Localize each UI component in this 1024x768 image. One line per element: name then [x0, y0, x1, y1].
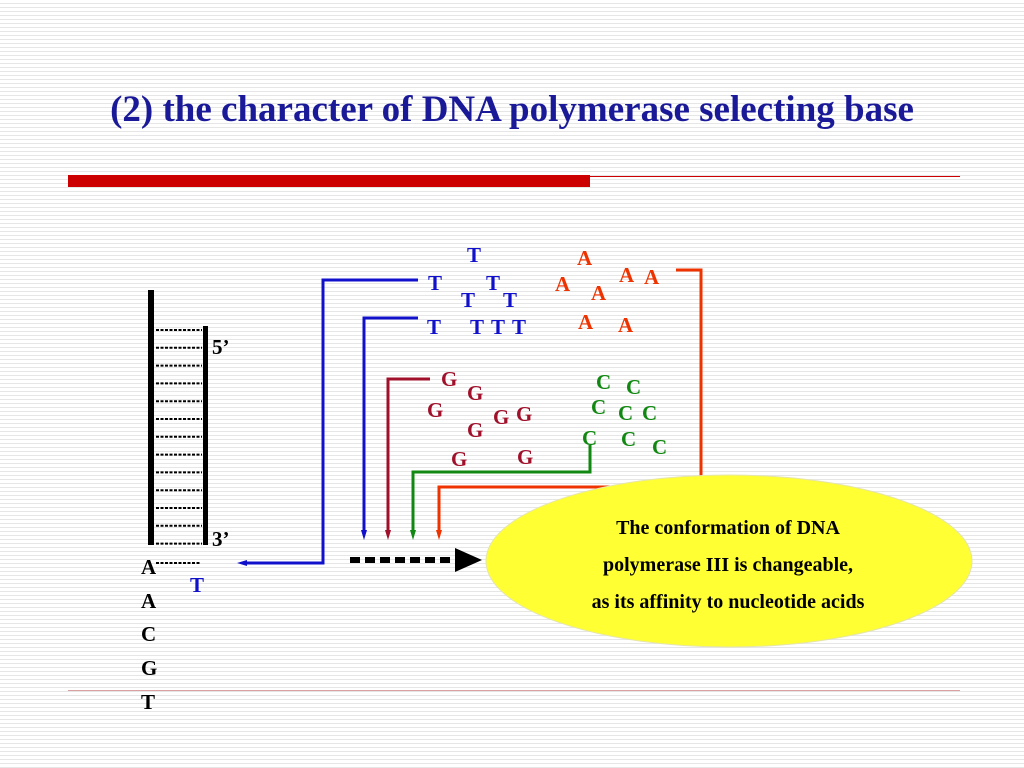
primer-strand	[203, 326, 208, 545]
callout-text: The conformation of DNA polymerase III i…	[518, 510, 938, 621]
footer-divider	[68, 690, 960, 691]
callout-line: polymerase III is changeable,	[603, 554, 853, 576]
t-pool-arrow	[361, 316, 418, 540]
dna-ladder	[148, 290, 208, 564]
title-underline-thin	[590, 176, 960, 177]
a-nucleotide: A	[577, 246, 593, 270]
callout-line: The conformation of DNA	[616, 517, 840, 539]
t-nucleotide: T	[486, 271, 500, 295]
t-nucleotide: T	[512, 315, 526, 339]
callout-ellipse	[485, 474, 973, 648]
g-nucleotide: G	[517, 445, 533, 469]
c-nucleotide: C	[582, 426, 597, 450]
three-prime-label: 3’	[212, 527, 230, 551]
c-nucleotide: C	[621, 427, 636, 451]
template-base: G	[141, 656, 157, 680]
g-nucleotide-pool: G G G G G G G G	[427, 367, 533, 471]
a-nucleotide-pool: A A A A A A A	[555, 246, 660, 337]
c-nucleotide: C	[591, 395, 606, 419]
t-nucleotide: T	[503, 288, 517, 312]
a-nucleotide: A	[619, 263, 635, 287]
t-nucleotide-pool: T T T T T T T T T	[427, 243, 526, 339]
c-nucleotide-pool: C C C C C C C C	[582, 370, 667, 459]
t-nucleotide: T	[428, 271, 442, 295]
c-nucleotide: C	[618, 401, 633, 425]
g-nucleotide: G	[493, 405, 509, 429]
a-nucleotide: A	[555, 272, 571, 296]
dashed-arrow-head	[455, 548, 482, 572]
t-nucleotide: T	[467, 243, 481, 267]
g-nucleotide: G	[441, 367, 457, 391]
five-prime-label: 5’	[212, 335, 230, 359]
c-pool-arrow	[410, 445, 592, 540]
template-strand	[148, 290, 154, 545]
a-nucleotide: A	[618, 313, 634, 337]
incorporated-base: T	[190, 573, 204, 597]
t-nucleotide: T	[461, 288, 475, 312]
g-pool-arrow	[385, 377, 430, 540]
template-base: A	[141, 589, 157, 613]
g-nucleotide: G	[427, 398, 443, 422]
template-base: C	[141, 622, 156, 646]
a-nucleotide: A	[591, 281, 607, 305]
g-nucleotide: G	[516, 402, 532, 426]
a-nucleotide: A	[644, 265, 660, 289]
c-nucleotide: C	[626, 375, 641, 399]
callout-line: as its affinity to nucleotide acids	[591, 591, 865, 613]
t-nucleotide: T	[427, 315, 441, 339]
g-nucleotide: G	[451, 447, 467, 471]
t-nucleotide: T	[470, 315, 484, 339]
c-nucleotide: C	[652, 435, 667, 459]
c-nucleotide: C	[642, 401, 657, 425]
t-delivery-arrow	[237, 278, 418, 566]
base-pair-rungs	[156, 329, 202, 564]
template-base: A	[141, 555, 157, 579]
title-underline-bar	[68, 175, 590, 187]
template-base: T	[141, 690, 155, 714]
slide-title: (2) the character of DNA polymerase sele…	[110, 89, 914, 130]
t-nucleotide: T	[491, 315, 505, 339]
template-bases: A A C G T	[141, 555, 157, 714]
g-nucleotide: G	[467, 381, 483, 405]
g-nucleotide: G	[467, 418, 483, 442]
c-nucleotide: C	[596, 370, 611, 394]
a-nucleotide: A	[578, 310, 594, 334]
